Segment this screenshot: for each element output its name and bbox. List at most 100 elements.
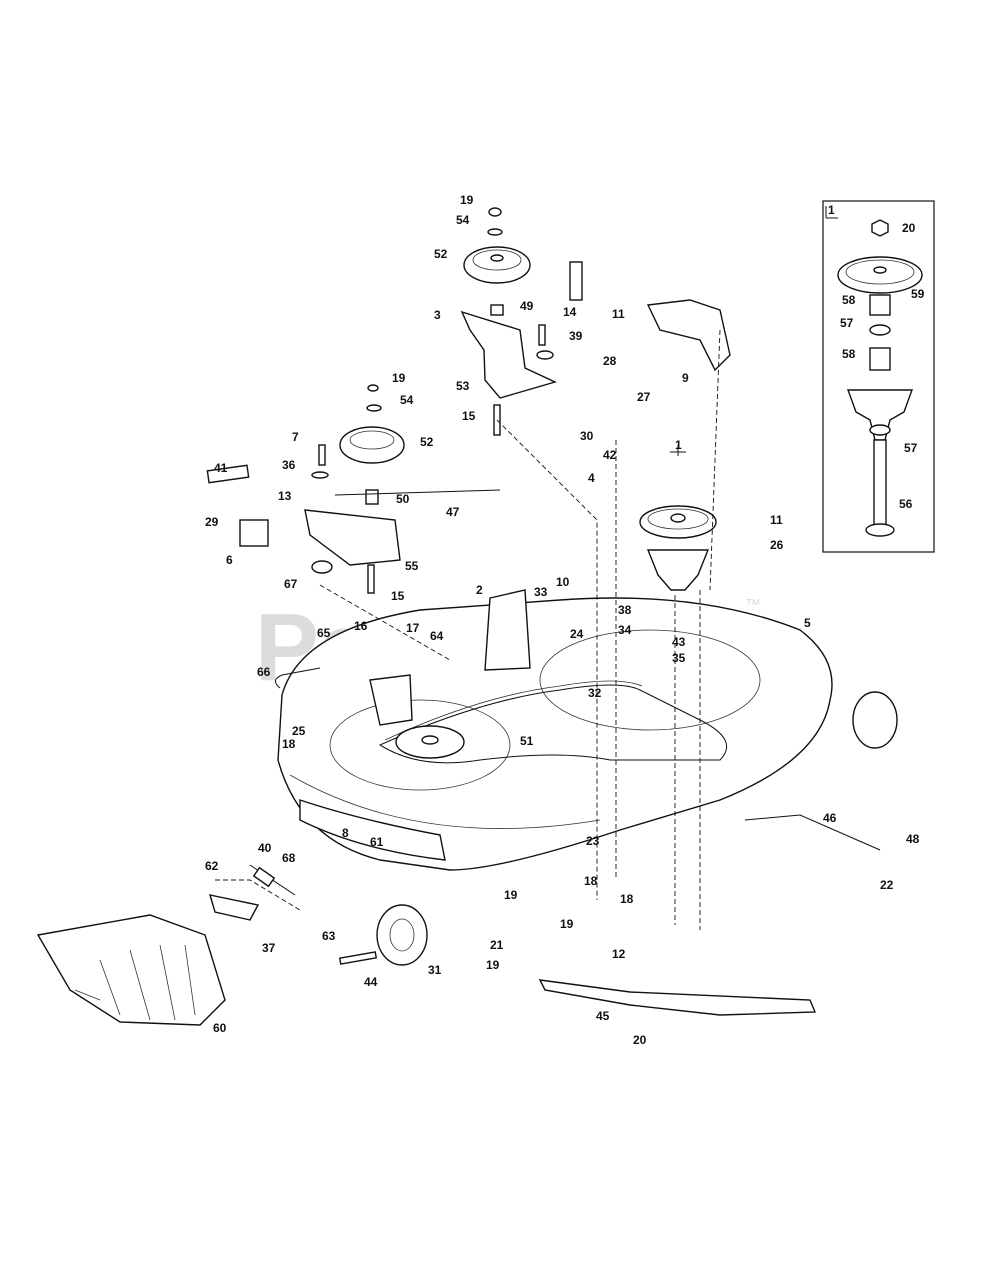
wheel-bolt bbox=[338, 951, 378, 965]
deck-hanger-bracket bbox=[484, 589, 531, 671]
callout-53: 53 bbox=[456, 379, 470, 393]
front-hanger-bracket bbox=[369, 674, 413, 726]
callout-35: 35 bbox=[672, 651, 686, 665]
callout-18: 18 bbox=[620, 892, 634, 906]
callout-6: 6 bbox=[226, 553, 233, 567]
left-bracket-block bbox=[239, 519, 269, 547]
callout-29: 29 bbox=[205, 515, 219, 529]
callout-60: 60 bbox=[213, 1021, 227, 1035]
inset-spacer-upper bbox=[869, 294, 891, 316]
callout-33: 33 bbox=[534, 585, 548, 599]
callout-66: 66 bbox=[257, 665, 271, 679]
callout-62: 62 bbox=[205, 859, 219, 873]
callout-39: 39 bbox=[569, 329, 583, 343]
callout-19: 19 bbox=[392, 371, 406, 385]
discharge-chute bbox=[36, 914, 226, 1026]
callout-20: 20 bbox=[902, 221, 916, 235]
mower-blade bbox=[538, 979, 817, 1016]
deck-lift-rod bbox=[744, 814, 881, 851]
callout-5: 5 bbox=[804, 616, 811, 630]
callout-42: 42 bbox=[603, 448, 617, 462]
callout-12: 12 bbox=[612, 947, 626, 961]
deck-shell bbox=[277, 597, 833, 871]
left-spring bbox=[206, 464, 250, 484]
guide-line-6 bbox=[319, 584, 451, 661]
callout-34: 34 bbox=[618, 623, 632, 637]
callout-61: 61 bbox=[370, 835, 384, 849]
callout-28: 28 bbox=[603, 354, 617, 368]
callout-65: 65 bbox=[317, 626, 331, 640]
callout-45: 45 bbox=[596, 1009, 610, 1023]
callout-55: 55 bbox=[405, 559, 419, 573]
callout-44: 44 bbox=[364, 975, 378, 989]
inset-shaft bbox=[873, 439, 887, 531]
callout-38: 38 bbox=[618, 603, 632, 617]
mower-deck bbox=[277, 597, 833, 871]
callout-13: 13 bbox=[278, 489, 292, 503]
callout-24: 24 bbox=[570, 627, 584, 641]
callout-23: 23 bbox=[586, 834, 600, 848]
callout-51: 51 bbox=[520, 734, 534, 748]
deck-pulley-label: 1 bbox=[675, 438, 682, 452]
rear-bracket bbox=[646, 299, 731, 372]
callout-67: 67 bbox=[284, 577, 298, 591]
callout-46: 46 bbox=[823, 811, 837, 825]
callout-15: 15 bbox=[462, 409, 476, 423]
callout-21: 21 bbox=[490, 938, 504, 952]
callout-17: 17 bbox=[406, 621, 420, 635]
callout-14: 14 bbox=[563, 305, 577, 319]
center-spindle-assembly: 1 bbox=[639, 438, 717, 591]
spindle-inset: 1 bbox=[822, 200, 935, 553]
callout-19: 19 bbox=[560, 917, 574, 931]
left-idler-bracket bbox=[304, 509, 401, 566]
callout-30: 30 bbox=[580, 429, 594, 443]
top-idler-pulley bbox=[463, 246, 531, 284]
top-spring bbox=[569, 261, 583, 301]
inset-spacer-lower bbox=[869, 347, 891, 371]
callout-2: 2 bbox=[476, 583, 483, 597]
callout-25: 25 bbox=[292, 724, 306, 738]
callout-59: 59 bbox=[911, 287, 925, 301]
callout-57: 57 bbox=[904, 441, 918, 455]
callout-68: 68 bbox=[282, 851, 296, 865]
callout-64: 64 bbox=[430, 629, 444, 643]
callout-54: 54 bbox=[400, 393, 414, 407]
callout-10: 10 bbox=[556, 575, 570, 589]
inset-pulley bbox=[837, 256, 923, 294]
callout-50: 50 bbox=[396, 492, 410, 506]
callout-15: 15 bbox=[391, 589, 405, 603]
inset-label: 1 bbox=[828, 203, 835, 217]
callout-7: 7 bbox=[292, 430, 299, 444]
callout-11: 11 bbox=[612, 307, 625, 321]
inset-frame bbox=[822, 200, 935, 553]
callout-52: 52 bbox=[434, 247, 448, 261]
callout-57: 57 bbox=[840, 316, 854, 330]
callout-54: 54 bbox=[456, 213, 470, 227]
top-idler-assembly bbox=[460, 207, 583, 436]
callout-56: 56 bbox=[899, 497, 913, 511]
callout-47: 47 bbox=[446, 505, 460, 519]
callout-22: 22 bbox=[880, 878, 894, 892]
callout-58: 58 bbox=[842, 293, 856, 307]
callout-3: 3 bbox=[434, 308, 441, 322]
callout-8: 8 bbox=[342, 826, 349, 840]
callout-43: 43 bbox=[672, 635, 686, 649]
callout-16: 16 bbox=[354, 619, 368, 633]
guide-line-3 bbox=[709, 329, 721, 591]
guide-line-1 bbox=[496, 419, 598, 900]
callout-18: 18 bbox=[282, 737, 296, 751]
callout-11: 11 bbox=[770, 513, 783, 527]
callout-41: 41 bbox=[214, 461, 228, 475]
callout-26: 26 bbox=[770, 538, 784, 552]
watermark-trademark: ™ bbox=[745, 597, 761, 614]
guide-line-7 bbox=[215, 879, 301, 911]
left-idler-assembly bbox=[206, 384, 501, 594]
callout-48: 48 bbox=[906, 832, 920, 846]
callout-32: 32 bbox=[588, 686, 602, 700]
callout-58: 58 bbox=[842, 347, 856, 361]
callout-9: 9 bbox=[682, 371, 689, 385]
callout-36: 36 bbox=[282, 458, 296, 472]
chute-spring bbox=[252, 866, 276, 888]
